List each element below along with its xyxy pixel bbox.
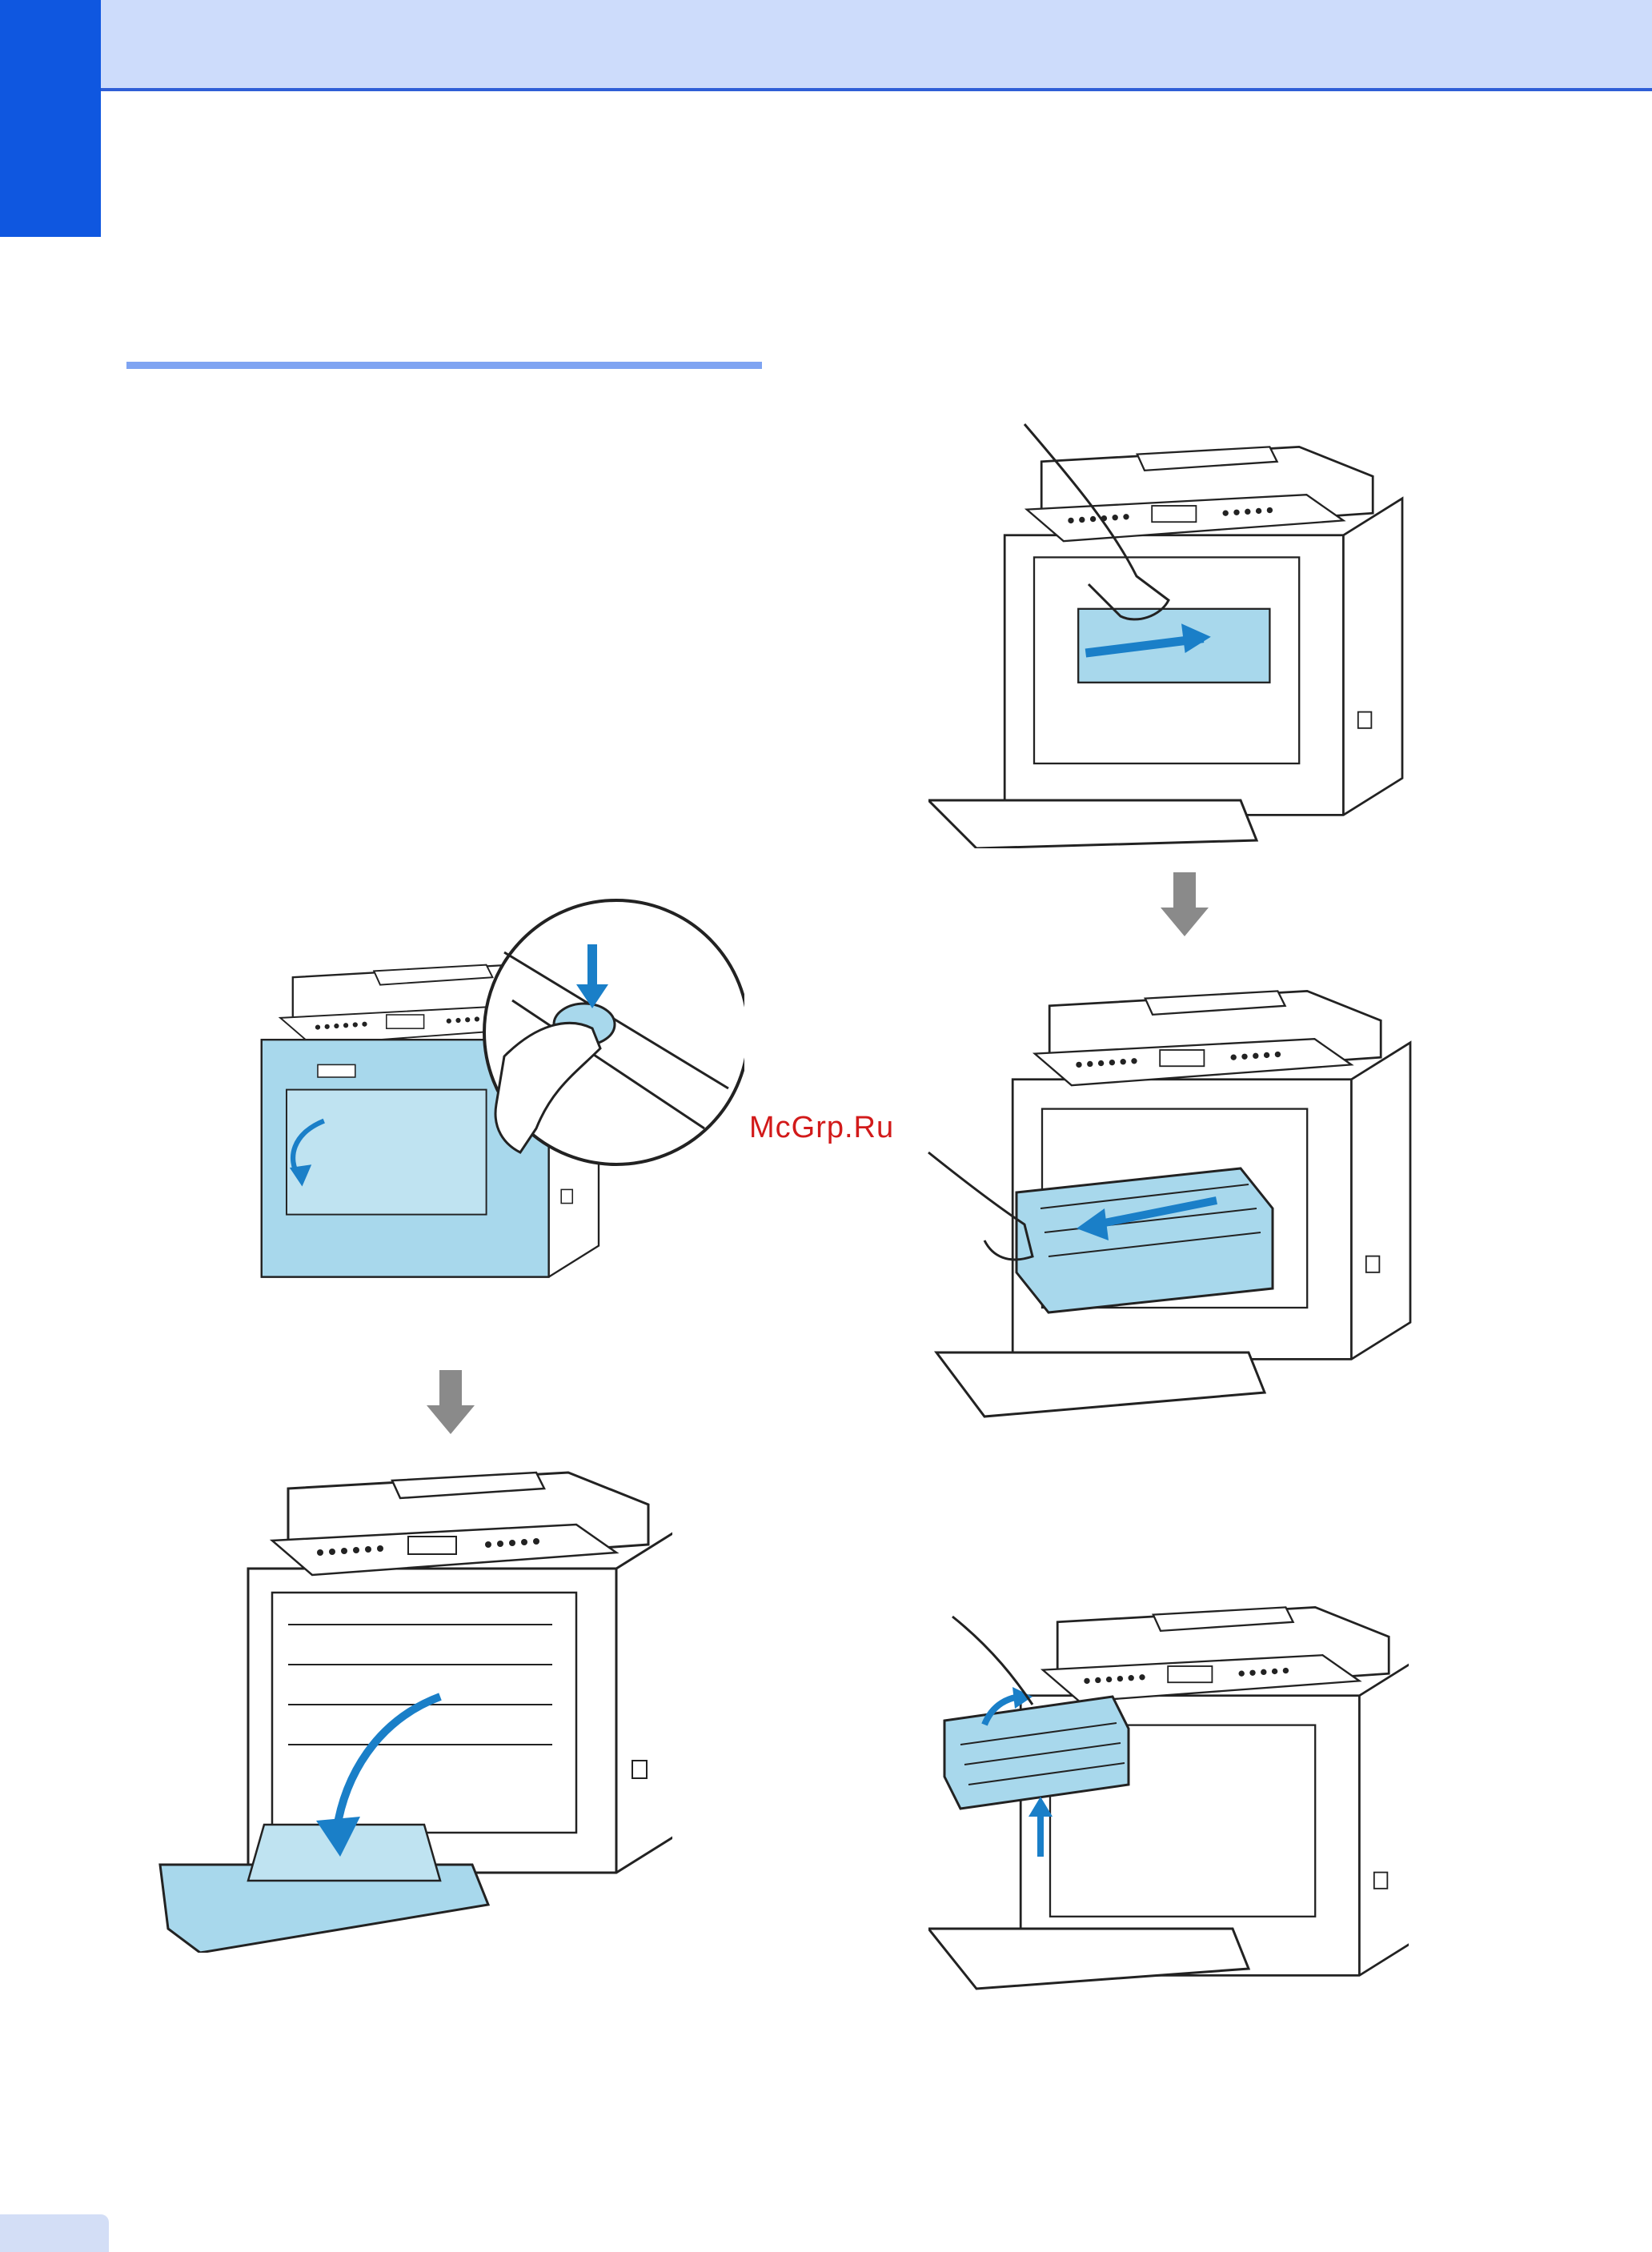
section-rule <box>126 362 762 369</box>
figure-press-front-cover-release <box>216 888 744 1352</box>
figure-pull-out-drum-unit <box>912 968 1441 1425</box>
chapter-tab <box>0 0 101 237</box>
figure-grasp-drum-handle <box>928 416 1433 848</box>
down-arrow-icon <box>1161 872 1209 940</box>
watermark: McGrp.Ru <box>749 1111 894 1145</box>
figure-open-front-cover <box>152 1457 672 1953</box>
header-band <box>101 0 1652 90</box>
page-number-tab <box>0 2214 109 2252</box>
down-arrow-icon <box>427 1370 475 1438</box>
figure-lift-toner-cartridge <box>928 1593 1409 1993</box>
header-rule <box>101 88 1652 91</box>
